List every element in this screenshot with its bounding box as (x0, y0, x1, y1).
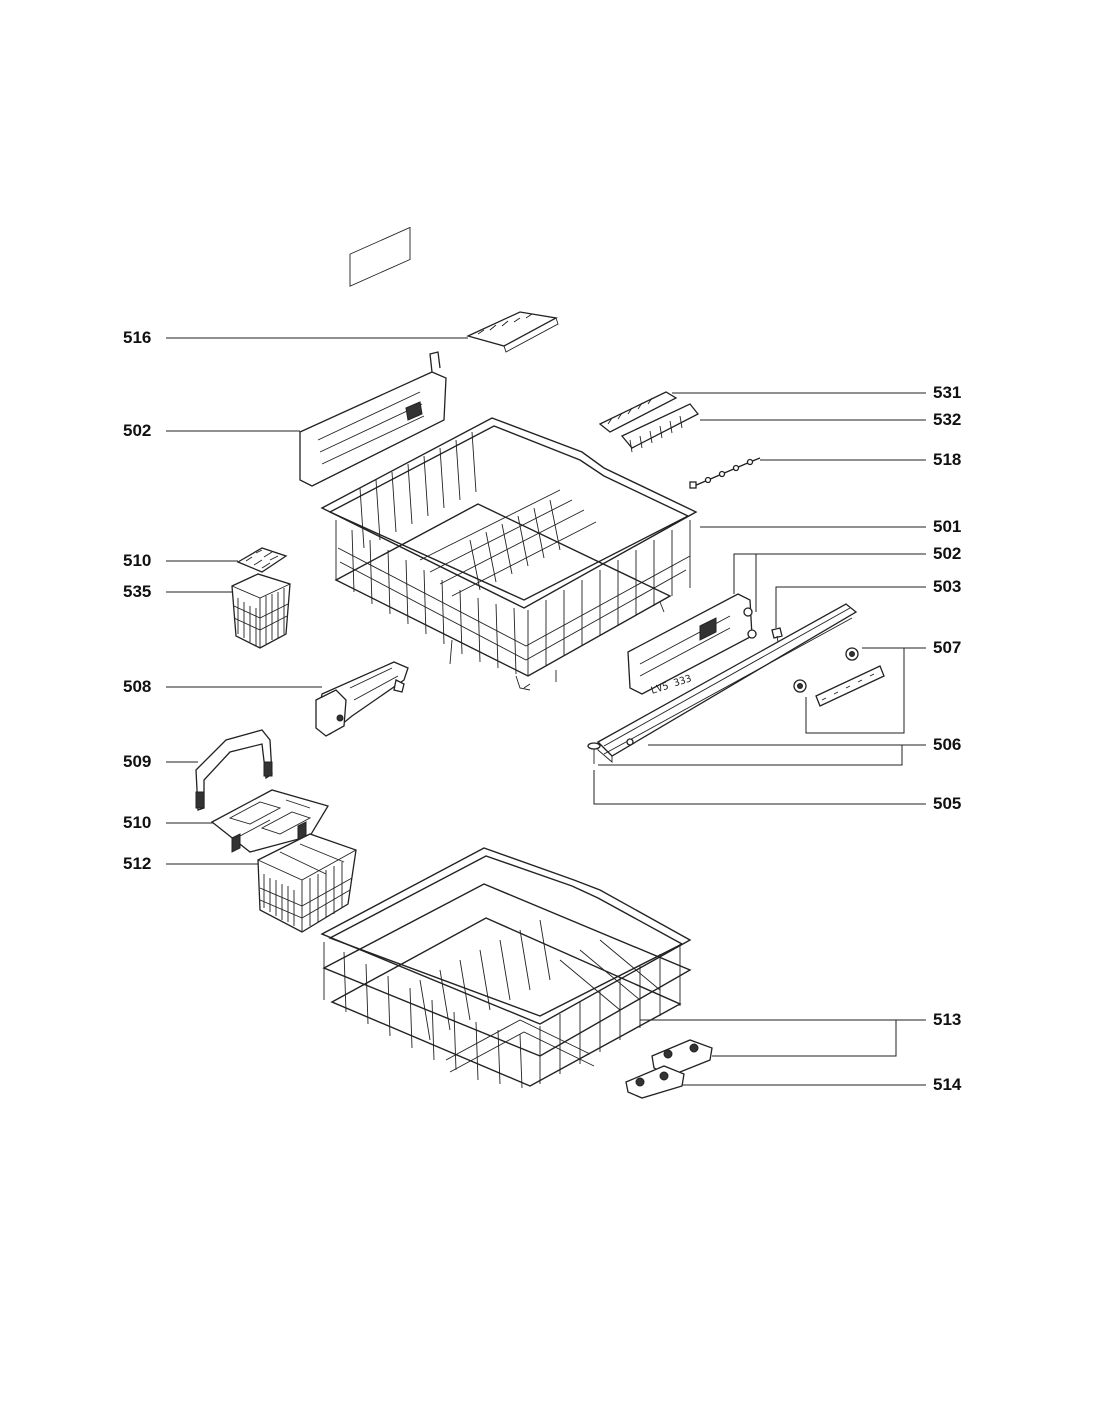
leader-513 (712, 1019, 926, 1057)
part-505-pin (587, 742, 601, 764)
leader-503 (775, 586, 926, 628)
part-503-screw (771, 627, 783, 643)
part-531-cup-shelf (598, 391, 678, 433)
callout-531: 531 (933, 383, 962, 402)
callout-510-top: 510 (123, 551, 152, 570)
part-518-wire-clip (689, 457, 761, 489)
leader-506 (598, 744, 926, 766)
part-514-roller-clip (625, 1065, 685, 1099)
callout-512: 512 (123, 854, 152, 873)
callout-508: 508 (123, 677, 152, 696)
part-508-rack-latch (315, 661, 409, 737)
callout-501: 501 (933, 517, 962, 536)
callout-510-bottom: 510 (123, 813, 152, 832)
callout-509: 509 (123, 752, 152, 771)
part-510-basket-lid-large (210, 789, 329, 853)
callout-518: 518 (933, 450, 962, 469)
callout-514: 514 (933, 1075, 962, 1094)
callout-503: 503 (933, 577, 962, 596)
part-516-rack-clip (466, 311, 559, 353)
callout-513: 513 (933, 1010, 962, 1029)
leader-502-right (733, 553, 926, 594)
part-507-rack-wheels (793, 647, 885, 707)
callout-506: 506 (933, 735, 962, 754)
leader-507 (805, 647, 926, 734)
part-532-cup-shelf-tines (620, 403, 700, 453)
leader-505 (593, 770, 926, 805)
callout-532: 532 (933, 410, 962, 429)
callout-535: 535 (123, 582, 152, 601)
part-501-upper-rack (320, 417, 698, 691)
part-509-basket-handle (195, 729, 273, 811)
part-510-basket-lid-small (236, 547, 288, 573)
part-502-rack-side-panel (299, 226, 447, 487)
callout-502-left: 502 (123, 421, 152, 440)
part-506-rack-rail (596, 603, 858, 763)
part-535-small-cutlery-basket (231, 573, 291, 649)
callout-502-right: 502 (933, 544, 962, 563)
callout-505: 505 (933, 794, 962, 813)
callout-507: 507 (933, 638, 962, 657)
part-513-lower-rack (320, 847, 692, 1089)
leader-lines (166, 337, 926, 1086)
callout-516: 516 (123, 328, 152, 347)
part-512-large-cutlery-basket (257, 833, 357, 933)
